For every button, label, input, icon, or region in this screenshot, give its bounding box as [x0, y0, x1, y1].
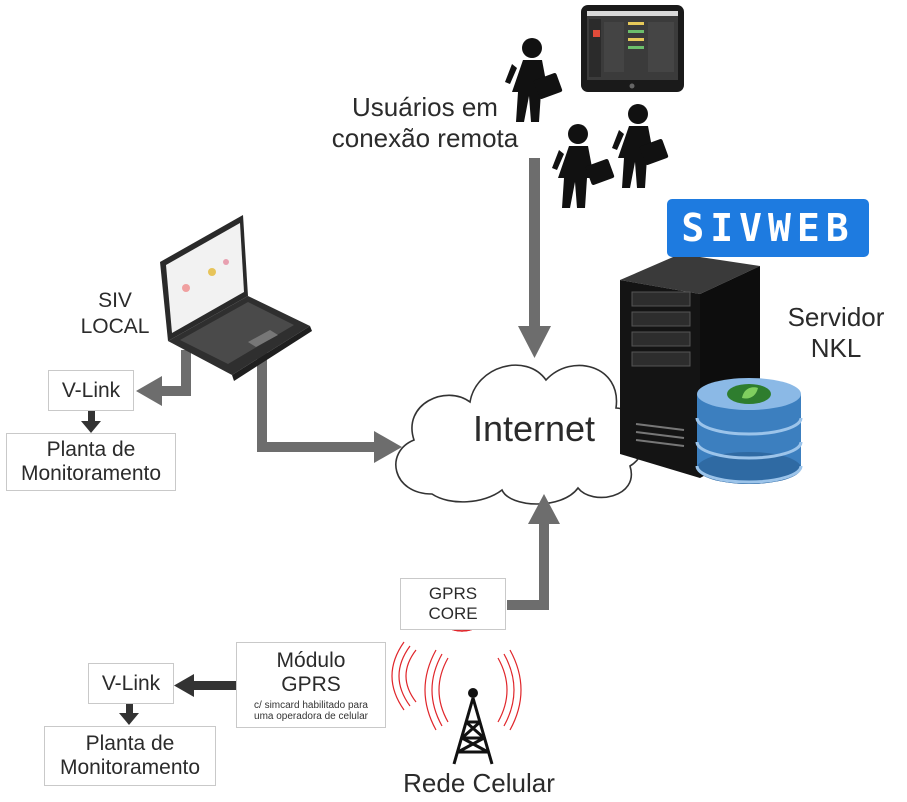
- gprs-core-line-1: GPRS: [428, 583, 478, 603]
- sivweb-badge: SIVWEB: [667, 199, 869, 257]
- modulo-gprs-line-1: Módulo: [276, 649, 346, 673]
- businessman-icon: [505, 38, 563, 122]
- remote-users-line-1: Usuários em: [352, 92, 498, 122]
- planta-box-top: Planta de Monitoramento: [6, 433, 176, 491]
- businessman-icon: [552, 124, 615, 208]
- vlink-box-top: V-Link: [48, 370, 134, 411]
- arrow-laptop-to-internet: [257, 352, 402, 463]
- arrow-gprs-to-internet: [507, 494, 560, 610]
- planta-top-line-1: Planta de: [46, 437, 136, 461]
- gprs-core-line-2: CORE: [428, 604, 478, 623]
- modulo-gprs-note-1: c/ simcard habilitado para: [254, 699, 368, 711]
- vlink-top-label: V-Link: [61, 378, 121, 402]
- database-icon: [695, 378, 803, 484]
- arrow-vlink-to-planta-bottom: [119, 703, 139, 725]
- internet-label: Internet: [472, 408, 596, 449]
- planta-box-bottom: Planta de Monitoramento: [44, 726, 216, 786]
- modulo-gprs-box: Módulo GPRS c/ simcard habilitado para u…: [236, 642, 386, 728]
- vlink-bottom-label: V-Link: [101, 671, 161, 695]
- arrow-laptop-to-vlink: [136, 350, 191, 406]
- vlink-box-bottom: V-Link: [88, 663, 174, 704]
- servidor-label: Servidor NKL: [768, 302, 904, 363]
- arrow-modulo-to-vlink: [174, 674, 236, 697]
- tablet-icon: [581, 5, 684, 92]
- rede-celular-label: Rede Celular: [403, 768, 555, 798]
- laptop-icon: [160, 215, 312, 381]
- arrow-users-to-internet: [518, 158, 551, 358]
- planta-bottom-line-1: Planta de: [85, 731, 175, 755]
- businessman-icon: [612, 104, 669, 188]
- cell-tower-icon: [452, 688, 494, 765]
- siv-local-line-2: LOCAL: [80, 315, 150, 339]
- servidor-line-2: NKL: [810, 332, 862, 363]
- siv-local-label: SIV LOCAL: [60, 288, 170, 341]
- remote-users-label: Usuários em conexão remota: [300, 92, 550, 153]
- gprs-core-box: GPRS CORE: [400, 578, 506, 630]
- arrow-vlink-to-planta-top: [81, 411, 101, 433]
- cloud-icon: [395, 364, 645, 505]
- planta-bottom-line-2: Monitoramento: [59, 756, 201, 779]
- modulo-gprs-line-2: GPRS: [281, 673, 341, 696]
- remote-users-line-2: conexão remota: [331, 122, 519, 153]
- servidor-line-1: Servidor: [787, 302, 885, 332]
- planta-top-line-2: Monitoramento: [20, 462, 162, 485]
- modulo-gprs-note-2: uma operadora de celular: [254, 711, 368, 723]
- siv-local-line-1: SIV: [98, 289, 132, 312]
